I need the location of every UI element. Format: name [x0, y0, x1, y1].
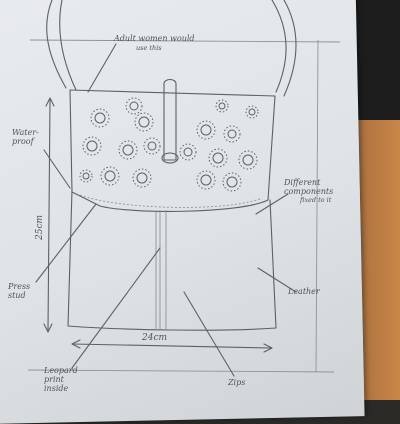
note-leather: Leather: [288, 287, 320, 296]
paper-rule-right: [315, 39, 319, 373]
note-different-components-sub: fixed to it: [300, 196, 332, 204]
note-zips: Zips: [228, 378, 246, 387]
flap-stitching: [79, 194, 263, 208]
height-dimension-line: [47, 99, 51, 331]
note-press-stud: Press stud: [8, 282, 31, 300]
flap-outline: [69, 89, 276, 212]
paper-rule-bottom: [27, 369, 335, 373]
leader-top-label: [87, 43, 117, 93]
note-different-components: Different components: [284, 178, 334, 196]
note-adult-women: Adult women would: [114, 34, 195, 43]
leader-zips: [183, 291, 235, 377]
leader-leopard-print: [71, 247, 161, 369]
leopard-spots: [79, 97, 259, 192]
closure-tab: [163, 78, 177, 161]
strap-left-inner: [59, 0, 77, 91]
leader-waterproof: [43, 149, 71, 189]
strap-right-outer: [271, 0, 287, 93]
note-leopard-print: Leopard print inside: [44, 366, 78, 393]
strap-left-outer: [46, 0, 67, 89]
note-width: 24cm: [142, 333, 168, 343]
bag-sketch: [27, 0, 341, 377]
width-arrow-left: [71, 339, 81, 349]
bag-body: [67, 189, 277, 331]
note-waterproof: Water- proof: [12, 128, 39, 146]
width-arrow-right: [263, 343, 273, 353]
keyboard-corner: [350, 0, 400, 120]
press-stud-icon: [161, 152, 179, 164]
paper-rule-top: [29, 39, 341, 43]
note-height: 25cm: [35, 214, 45, 240]
leader-leather: [257, 267, 297, 293]
leader-components: [255, 193, 289, 215]
height-arrow-top: [45, 97, 55, 107]
width-dimension-line: [71, 343, 273, 349]
leader-press-stud: [35, 203, 97, 283]
height-arrow-bottom: [43, 323, 53, 333]
note-adult-women-sub: use this: [136, 44, 162, 52]
strap-right-inner: [283, 0, 297, 97]
